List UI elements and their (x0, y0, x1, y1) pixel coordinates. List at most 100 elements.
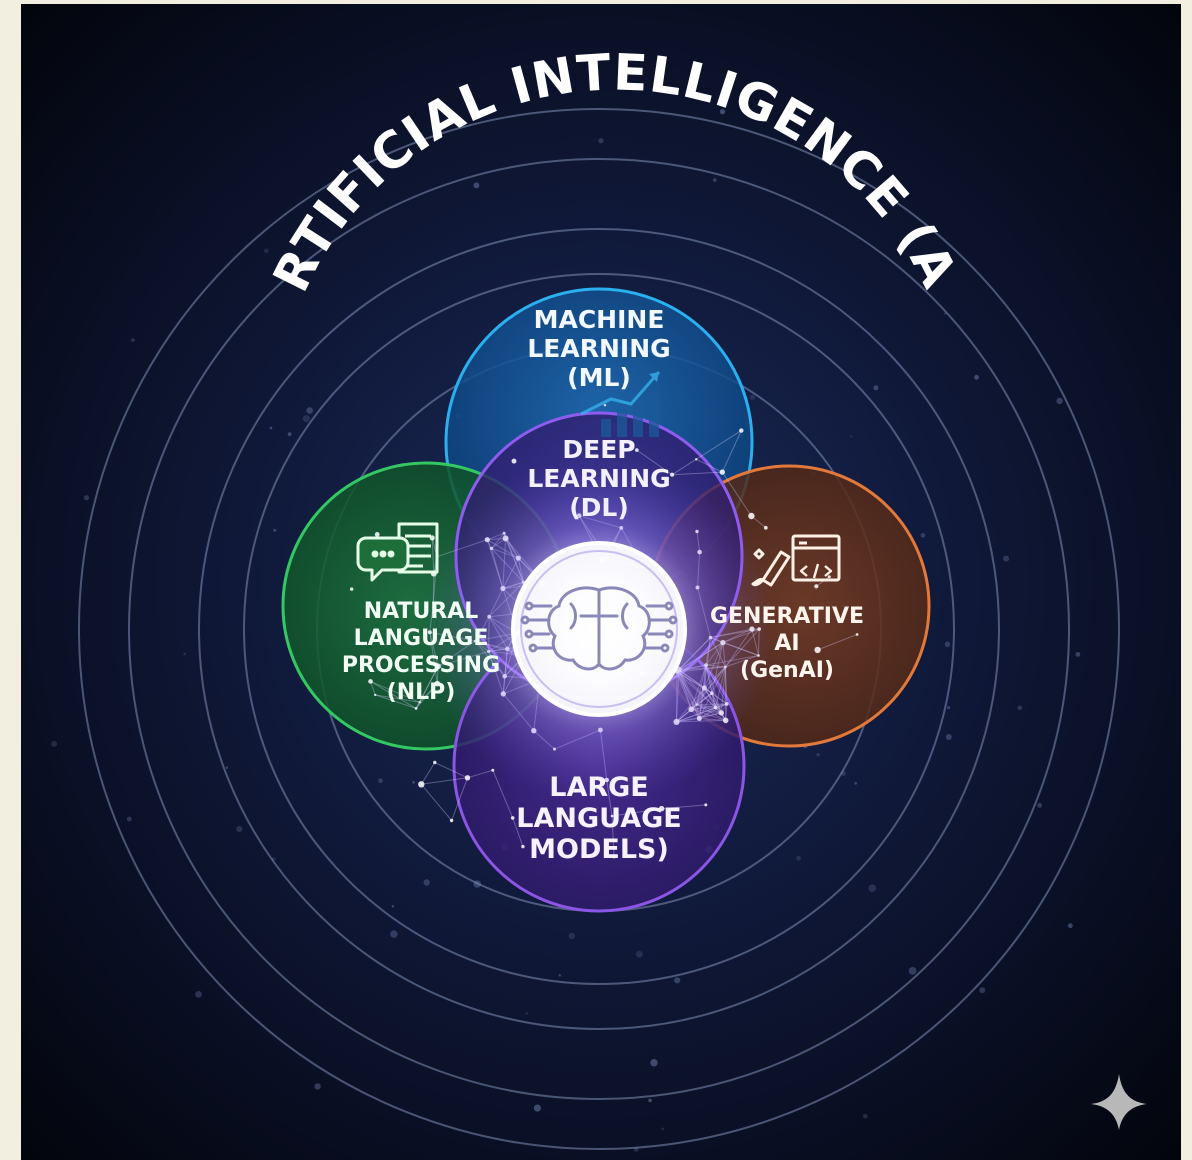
genai-label-line-3: (GenAI) (740, 658, 834, 683)
network-link (661, 804, 706, 810)
network-node (695, 458, 698, 461)
network-node (827, 575, 831, 579)
particle (868, 884, 877, 892)
network-link (611, 815, 615, 857)
network-node (855, 633, 859, 636)
particle (945, 734, 952, 740)
particle (633, 1147, 639, 1152)
particle (51, 740, 58, 747)
network-link (817, 634, 858, 651)
particle (473, 880, 482, 888)
particle (1003, 555, 1010, 562)
particle (390, 930, 398, 938)
network-link (492, 770, 514, 819)
network-node (414, 707, 418, 710)
particle (944, 312, 947, 315)
ring-3 (198, 228, 1000, 1030)
particle (1067, 923, 1073, 929)
particle (273, 528, 277, 532)
network-link (434, 762, 468, 779)
ml-label-line-2: LEARNING (527, 334, 670, 363)
network-link (421, 777, 468, 785)
ml-label-line-3: (ML) (567, 363, 631, 392)
network-link (375, 694, 417, 709)
network-link (431, 537, 435, 574)
sparkle-icon (1091, 1074, 1147, 1130)
particle (979, 987, 986, 994)
particle (314, 1083, 321, 1090)
nlp-label-line-4: (NLP) (387, 680, 456, 705)
network-link (451, 777, 468, 821)
llm-label-line-2: LANGUAGE (516, 803, 681, 834)
network-link (375, 694, 420, 703)
particle (558, 974, 561, 977)
particle (816, 753, 820, 757)
network-node (374, 532, 380, 537)
particle (873, 385, 879, 391)
network-link (721, 430, 742, 473)
particle (1075, 652, 1081, 657)
particle (195, 991, 202, 998)
network-link (370, 680, 417, 709)
particle (306, 407, 314, 414)
particle (264, 248, 269, 254)
network-node (748, 512, 755, 520)
network-link (695, 458, 723, 473)
particle (412, 780, 415, 784)
particle (974, 374, 979, 380)
network-node (610, 814, 614, 818)
network-link (370, 680, 420, 703)
nlp-label-line-1: NATURAL (364, 599, 479, 624)
network-node (603, 404, 607, 407)
network-node (763, 525, 768, 530)
genai-label-line-2: AI (774, 631, 799, 656)
particle (674, 977, 681, 984)
network-link (420, 762, 436, 785)
particle (598, 138, 604, 144)
particle (533, 1104, 542, 1112)
particle (648, 1098, 652, 1103)
background-particles (51, 109, 1081, 1152)
network-node (510, 816, 515, 820)
circuit-brain-icon (520, 586, 678, 671)
ai-diagram-canvas: ARTIFICIAL INTELLIGENCE (AI) (21, 4, 1181, 1160)
particle (850, 435, 853, 438)
ai-venn-diagram: ARTIFICIAL INTELLIGENCE (AI) (21, 4, 1181, 1160)
network-node (658, 805, 665, 812)
particle (183, 652, 186, 656)
ring-4 (128, 158, 1070, 1100)
particle (944, 641, 951, 648)
particle (713, 178, 717, 182)
particle (391, 905, 395, 908)
particle (650, 1059, 658, 1067)
particle (568, 932, 575, 940)
network-node (612, 855, 616, 859)
network-node (719, 469, 725, 475)
particle (661, 1127, 665, 1131)
core-inner-ring (520, 550, 678, 708)
dl-label-line-1: DEEP (562, 435, 635, 464)
particle (1056, 397, 1063, 405)
network-node (635, 448, 639, 452)
dl-label-line-3: (DL) (569, 493, 629, 522)
network-link (415, 683, 438, 709)
ring-2 (243, 273, 955, 985)
particle (750, 394, 756, 400)
network-link (695, 430, 742, 460)
network-node (418, 781, 425, 788)
network-node (511, 458, 517, 464)
network-node (418, 701, 421, 704)
particle (269, 426, 273, 430)
particle (423, 879, 430, 886)
llm-label-line-1: LARGE (549, 772, 649, 803)
particle (131, 338, 135, 342)
network-node (814, 646, 821, 654)
ml-label-line-1: MACHINE (534, 305, 665, 334)
network-node (739, 428, 744, 433)
growth-chart-icon (580, 371, 661, 437)
genai-label-line-1: GENERATIVE (710, 604, 864, 629)
particle (225, 766, 229, 769)
network-link (611, 808, 662, 817)
nlp-label-line-3: PROCESSING (342, 653, 500, 678)
particle (1037, 803, 1043, 808)
